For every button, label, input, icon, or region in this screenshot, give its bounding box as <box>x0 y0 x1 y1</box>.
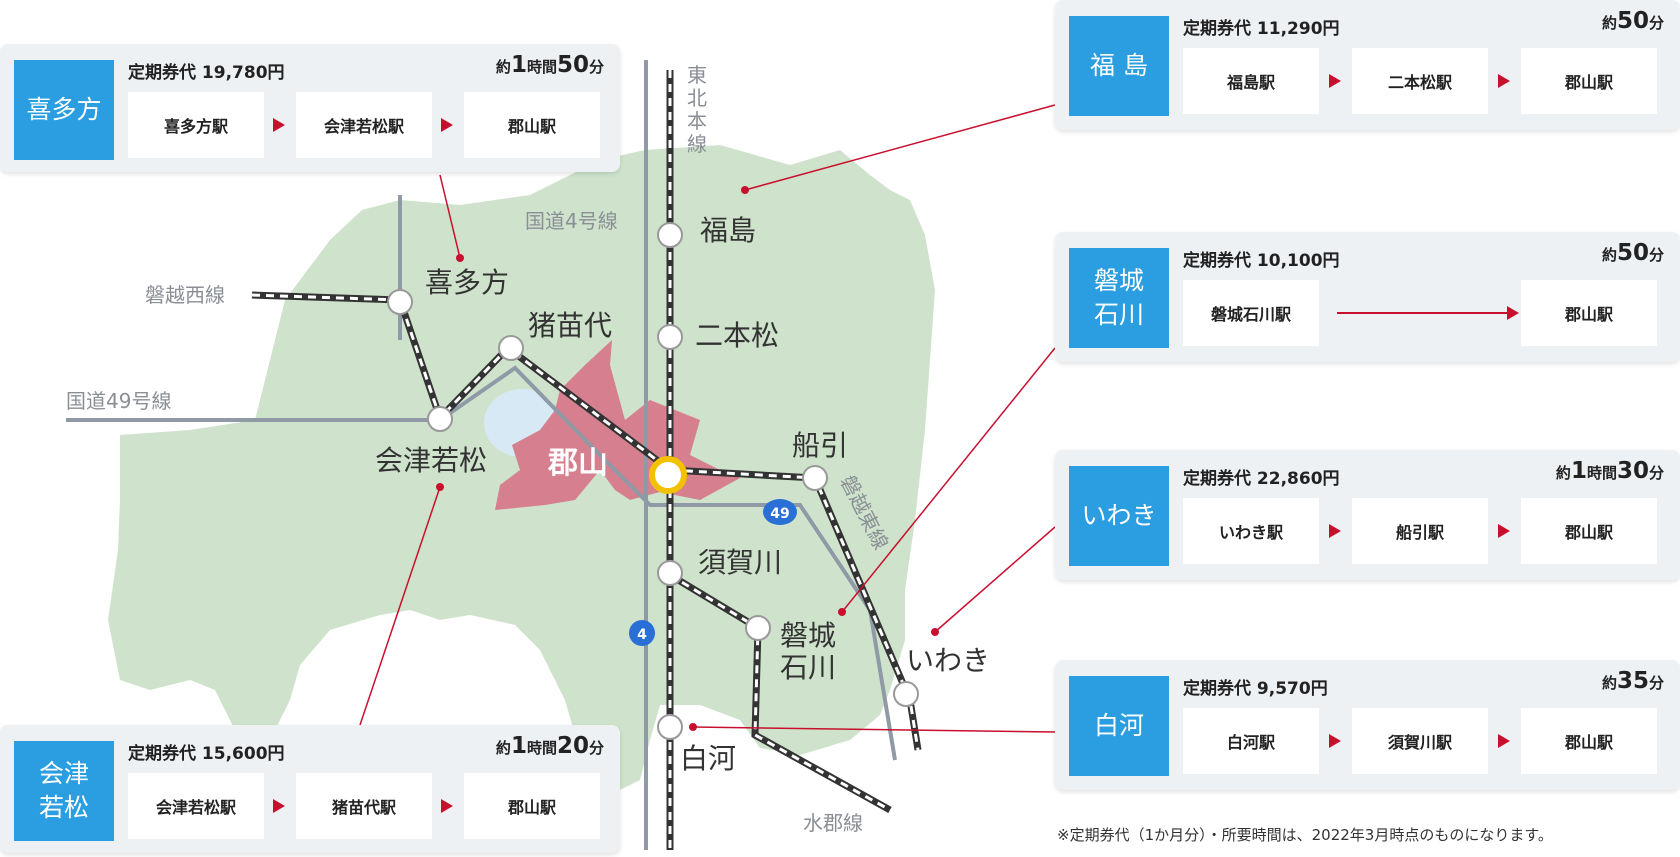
fare-text: 定期券代 22,860円 <box>1183 469 1340 489</box>
arrow-icon <box>273 118 285 132</box>
arrow-icon <box>1498 524 1510 538</box>
label-iwakiishikawa: 石川 <box>780 651 836 684</box>
route-49-shield <box>763 499 797 525</box>
fare-text: 定期券代 19,780円 <box>128 63 285 83</box>
station-funehiki <box>802 465 828 491</box>
label-tohoku-line: 東 <box>687 63 707 87</box>
arrow-icon <box>1498 74 1510 88</box>
station-aizu <box>427 406 453 432</box>
station-box: 猪苗代駅 <box>296 773 432 839</box>
label-shirakawa: 白河 <box>680 742 736 775</box>
station-koriyama <box>649 456 687 494</box>
long-arrow-icon <box>1337 306 1519 320</box>
time-text: 約35分 <box>1601 668 1664 694</box>
station-box: 白河駅 <box>1183 708 1319 774</box>
fare-text: 定期券代 9,570円 <box>1183 679 1328 699</box>
arrow-icon <box>441 118 453 132</box>
fare-text: 定期券代 10,100円 <box>1183 251 1340 271</box>
label-koriyama: 郡山 <box>547 446 608 481</box>
route-4-shield <box>629 620 655 646</box>
arrow-icon <box>1498 734 1510 748</box>
origin-box: 白河 <box>1069 676 1169 776</box>
label-aizu: 会津若松 <box>375 444 487 477</box>
station-box: 郡山駅 <box>464 92 600 158</box>
route-card-fukushima: 福 島 定期券代 11,290円 約50分 福島駅 二本松駅 郡山駅 <box>1055 0 1680 130</box>
time-text: 約1時間50分 <box>495 52 604 78</box>
route-4-shield-label: 4 <box>637 627 647 643</box>
label-bannetsu-west: 磐越西線 <box>145 283 225 307</box>
label-funehiki: 船引 <box>792 429 848 462</box>
station-box: 郡山駅 <box>1521 498 1657 564</box>
time-text: 約1時間20分 <box>495 733 604 759</box>
label-tohoku-line: 線 <box>687 132 707 156</box>
label-inawashiro: 猪苗代 <box>528 309 612 342</box>
label-route-4: 国道4号線 <box>525 209 618 233</box>
leader-lines <box>359 104 1056 733</box>
station-box: 郡山駅 <box>1521 280 1657 346</box>
station-box: いわき駅 <box>1183 498 1319 564</box>
station-iwakiishikawa <box>745 615 771 641</box>
station-sukagawa <box>657 560 683 586</box>
label-fukushima: 福島 <box>700 214 756 247</box>
time-text: 約50分 <box>1601 8 1664 34</box>
route-card-aizu: 会津 若松 定期券代 15,600円 約1時間20分 会津若松駅 猪苗代駅 郡山… <box>0 725 620 853</box>
origin-box: 福 島 <box>1069 16 1169 116</box>
arrow-icon <box>441 799 453 813</box>
station-box: 喜多方駅 <box>128 92 264 158</box>
station-box: 須賀川駅 <box>1352 708 1488 774</box>
label-iwakiishikawa: 磐城 <box>780 619 836 652</box>
leader-dots <box>436 186 939 731</box>
stations <box>387 222 919 740</box>
route-card-iwaki: いわき 定期券代 22,860円 約1時間30分 いわき駅 船引駅 郡山駅 <box>1055 450 1680 580</box>
station-box: 郡山駅 <box>1521 708 1657 774</box>
station-box: 福島駅 <box>1183 48 1319 114</box>
iwakiishikawa-label-stack: 磐城石川 <box>780 619 836 684</box>
station-nihonmatsu <box>657 324 683 350</box>
label-route-49: 国道49号線 <box>66 389 171 413</box>
station-box: 会津若松駅 <box>296 92 432 158</box>
station-box: 二本松駅 <box>1352 48 1488 114</box>
footnote: ※定期券代（1か月分）・所要時間は、2022年3月時点のものになります。 <box>1057 826 1553 844</box>
station-fukushima <box>657 222 683 248</box>
route-card-iwakiishikawa: 磐城 石川 定期券代 10,100円 約50分 磐城石川駅 郡山駅 <box>1055 232 1680 362</box>
origin-box: 喜多方 <box>14 60 114 160</box>
label-tohoku-line: 北 <box>687 86 707 110</box>
fare-text: 定期券代 15,600円 <box>128 744 285 764</box>
station-kitakata <box>387 289 413 315</box>
fare-text: 定期券代 11,290円 <box>1183 19 1340 39</box>
station-box: 船引駅 <box>1352 498 1488 564</box>
station-inawashiro <box>498 335 524 361</box>
arrow-icon <box>1329 734 1341 748</box>
station-shirakawa <box>657 714 683 740</box>
label-iwaki: いわき <box>906 644 990 677</box>
label-sukagawa: 須賀川 <box>698 546 782 579</box>
route-49-shield-label: 49 <box>770 506 789 522</box>
arrow-icon <box>1329 74 1341 88</box>
origin-box: いわき <box>1069 466 1169 566</box>
label-suigun: 水郡線 <box>803 811 863 835</box>
station-box: 郡山駅 <box>464 773 600 839</box>
route-card-kitakata: 喜多方 定期券代 19,780円 約1時間50分 喜多方駅 会津若松駅 郡山駅 <box>0 44 620 172</box>
label-nihonmatsu: 二本松 <box>695 319 779 352</box>
station-box: 郡山駅 <box>1521 48 1657 114</box>
time-text: 約1時間30分 <box>1555 458 1664 484</box>
label-kitakata: 喜多方 <box>425 266 509 299</box>
time-text: 約50分 <box>1601 240 1664 266</box>
label-tohoku-line: 本 <box>687 109 707 133</box>
arrow-icon <box>273 799 285 813</box>
route-card-shirakawa: 白河 定期券代 9,570円 約35分 白河駅 須賀川駅 郡山駅 <box>1055 660 1680 790</box>
arrow-icon <box>1329 524 1341 538</box>
station-box: 会津若松駅 <box>128 773 264 839</box>
origin-box: 会津 若松 <box>14 741 114 841</box>
station-iwaki <box>893 681 919 707</box>
origin-box: 磐城 石川 <box>1069 248 1169 348</box>
station-box: 磐城石川駅 <box>1183 280 1319 346</box>
